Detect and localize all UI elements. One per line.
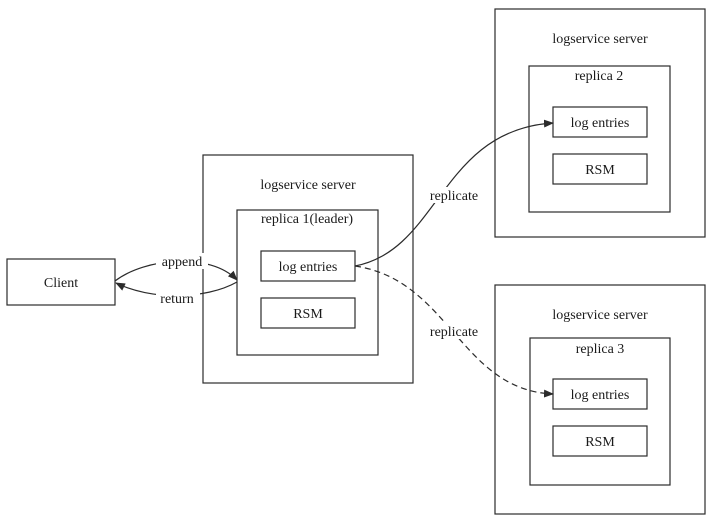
replica-3-log-entries: log entries	[552, 378, 648, 410]
replica-2-rsm: RSM	[552, 153, 648, 185]
replica-3-title: replica 3	[576, 342, 625, 357]
append-label-group: append	[156, 253, 208, 270]
replicate-label-3: replicate	[430, 325, 478, 340]
append-label: append	[162, 255, 202, 270]
replica-1-title: replica 1(leader)	[261, 212, 353, 227]
replica-2-log-entries: log entries	[552, 106, 648, 138]
server-3: logservice server replica 3 log entries …	[494, 284, 706, 515]
replica-3: replica 3 log entries RSM	[529, 337, 671, 486]
return-label: return	[160, 292, 193, 307]
replica-1: replica 1(leader) log entries RSM	[236, 209, 379, 356]
server-1: logservice server replica 1(leader) log …	[202, 154, 414, 384]
replicate-label-2-group: replicate	[424, 187, 484, 204]
replica-1-log-label: log entries	[279, 260, 338, 275]
client-label: Client	[44, 276, 78, 291]
replica-3-rsm-label: RSM	[585, 435, 615, 450]
server-1-title: logservice server	[260, 178, 356, 193]
replica-2-log-label: log entries	[571, 116, 630, 131]
replica-1-log-entries: log entries	[260, 250, 356, 282]
client-node: Client	[6, 258, 116, 306]
replica-3-log-label: log entries	[571, 388, 630, 403]
return-label-group: return	[156, 291, 200, 307]
replica-3-rsm: RSM	[552, 425, 648, 457]
replica-2-rsm-label: RSM	[585, 163, 615, 178]
server-2-title: logservice server	[552, 32, 648, 47]
replica-2-title: replica 2	[575, 69, 624, 84]
replica-1-rsm: RSM	[260, 297, 356, 329]
replica-1-rsm-label: RSM	[293, 307, 323, 322]
replicate-label-3-group: replicate	[424, 323, 484, 340]
server-3-title: logservice server	[552, 308, 648, 323]
server-2: logservice server replica 2 log entries …	[494, 8, 706, 238]
replica-2: replica 2 log entries RSM	[528, 65, 671, 213]
replicate-label-2: replicate	[430, 189, 478, 204]
